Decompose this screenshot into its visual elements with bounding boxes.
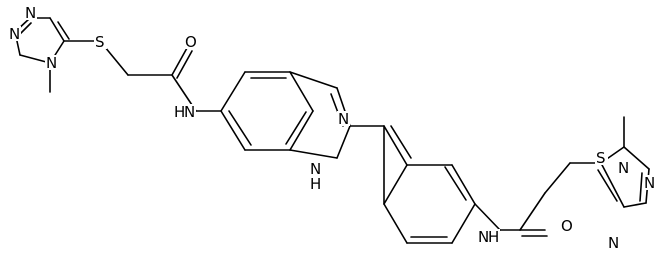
atom-label-n: N (608, 234, 619, 252)
right-thioacetamide-linker (474, 162, 602, 237)
atom-label-n: N (46, 54, 57, 72)
atom-label-n: N (9, 25, 20, 43)
atom-label-n: N (338, 110, 349, 128)
phenyl-ring (349, 125, 476, 244)
atom-label-h: H (174, 103, 185, 121)
atom-label-n: N (618, 159, 629, 177)
atom-label-n: N (478, 228, 489, 246)
atom-label-n: N (25, 4, 36, 22)
atom-labels: N N N S O H N N N H N H O S N N N (8, 4, 656, 252)
atom-label-n: N (644, 174, 655, 192)
atom-label-n: N (310, 160, 321, 178)
benzimidazole-core (220, 71, 351, 159)
right-triazole-ring (597, 116, 650, 208)
left-thioacetamide-linker (63, 40, 222, 112)
atom-label-o: O (185, 33, 197, 51)
atom-label-s: S (95, 33, 105, 51)
left-triazole-ring (14, 17, 70, 93)
atom-label-o: O (561, 217, 573, 235)
atom-label-n: N (184, 103, 195, 121)
atom-label-s: S (596, 149, 606, 167)
atom-label-h: H (310, 175, 321, 193)
atom-label-h: H (488, 228, 499, 246)
